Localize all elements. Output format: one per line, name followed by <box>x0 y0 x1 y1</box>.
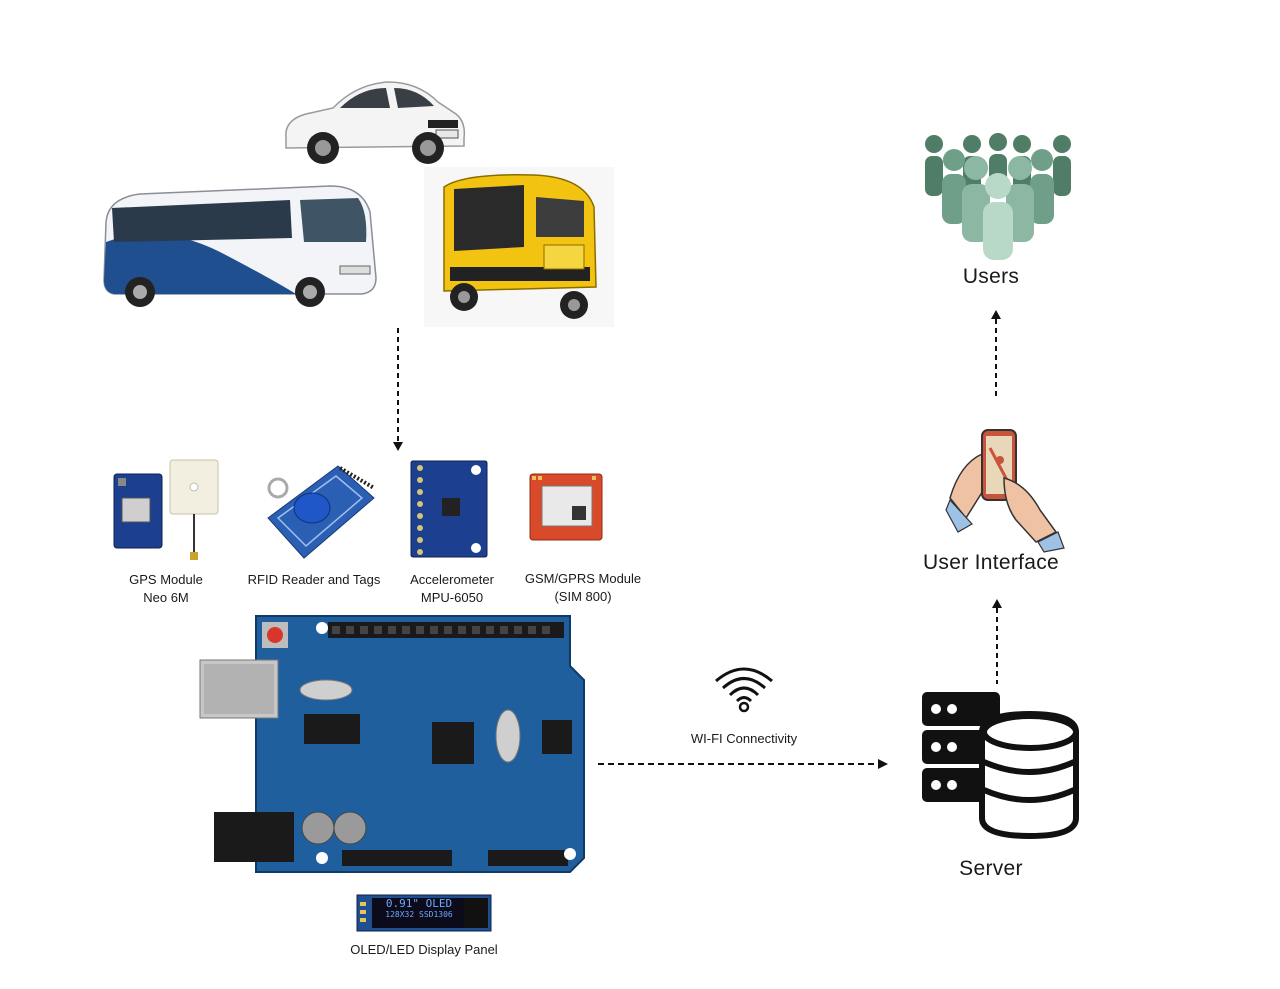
gsm-module-model: (SIM 800) <box>554 589 612 604</box>
accelerometer-name: Accelerometer <box>410 572 494 587</box>
gsm-module-image <box>529 473 603 541</box>
server-icon <box>922 692 1079 840</box>
rfid-reader-image <box>267 465 376 559</box>
wifi-label: WI-FI Connectivity <box>690 731 798 746</box>
arduino-board-image <box>199 615 585 873</box>
gps-module-image <box>113 459 219 560</box>
users-label: Users <box>962 265 1020 288</box>
wifi-icon <box>715 667 773 713</box>
user-interface-phone-icon <box>945 429 1065 553</box>
oled-screen-line1: 0.91" OLED <box>385 897 453 910</box>
car-image <box>285 81 466 164</box>
arrow-board-to-server <box>598 759 888 769</box>
accelerometer-image <box>410 460 488 558</box>
arrow-server-to-ui <box>992 599 1002 684</box>
auto-rickshaw-image <box>424 167 614 327</box>
gps-module-name: GPS Module <box>129 572 203 587</box>
accelerometer-label: Accelerometer MPU-6050 <box>392 571 512 607</box>
rfid-name: RFID Reader and Tags <box>247 572 381 587</box>
oled-screen-text: 0.91" OLED 128X32 SSD1306 <box>374 897 464 920</box>
user-interface-label: User Interface <box>922 551 1060 574</box>
rfid-label: RFID Reader and Tags <box>236 571 392 589</box>
oled-label: OLED/LED Display Panel <box>350 942 498 957</box>
arrow-vehicles-to-board <box>393 328 403 451</box>
accelerometer-model: MPU-6050 <box>420 590 484 605</box>
users-group-icon <box>925 133 1071 260</box>
gsm-module-label: GSM/GPRS Module (SIM 800) <box>512 570 654 606</box>
oled-display-image <box>356 894 492 932</box>
gsm-module-name: GSM/GPRS Module <box>524 571 642 586</box>
server-label: Server <box>959 857 1023 880</box>
arrow-ui-to-users <box>991 310 1001 396</box>
bus-image <box>103 185 377 307</box>
gps-module-model: Neo 6M <box>143 590 189 605</box>
gps-module-label: GPS Module Neo 6M <box>106 571 226 607</box>
oled-screen-line2: 128X32 SSD1306 <box>385 910 453 919</box>
